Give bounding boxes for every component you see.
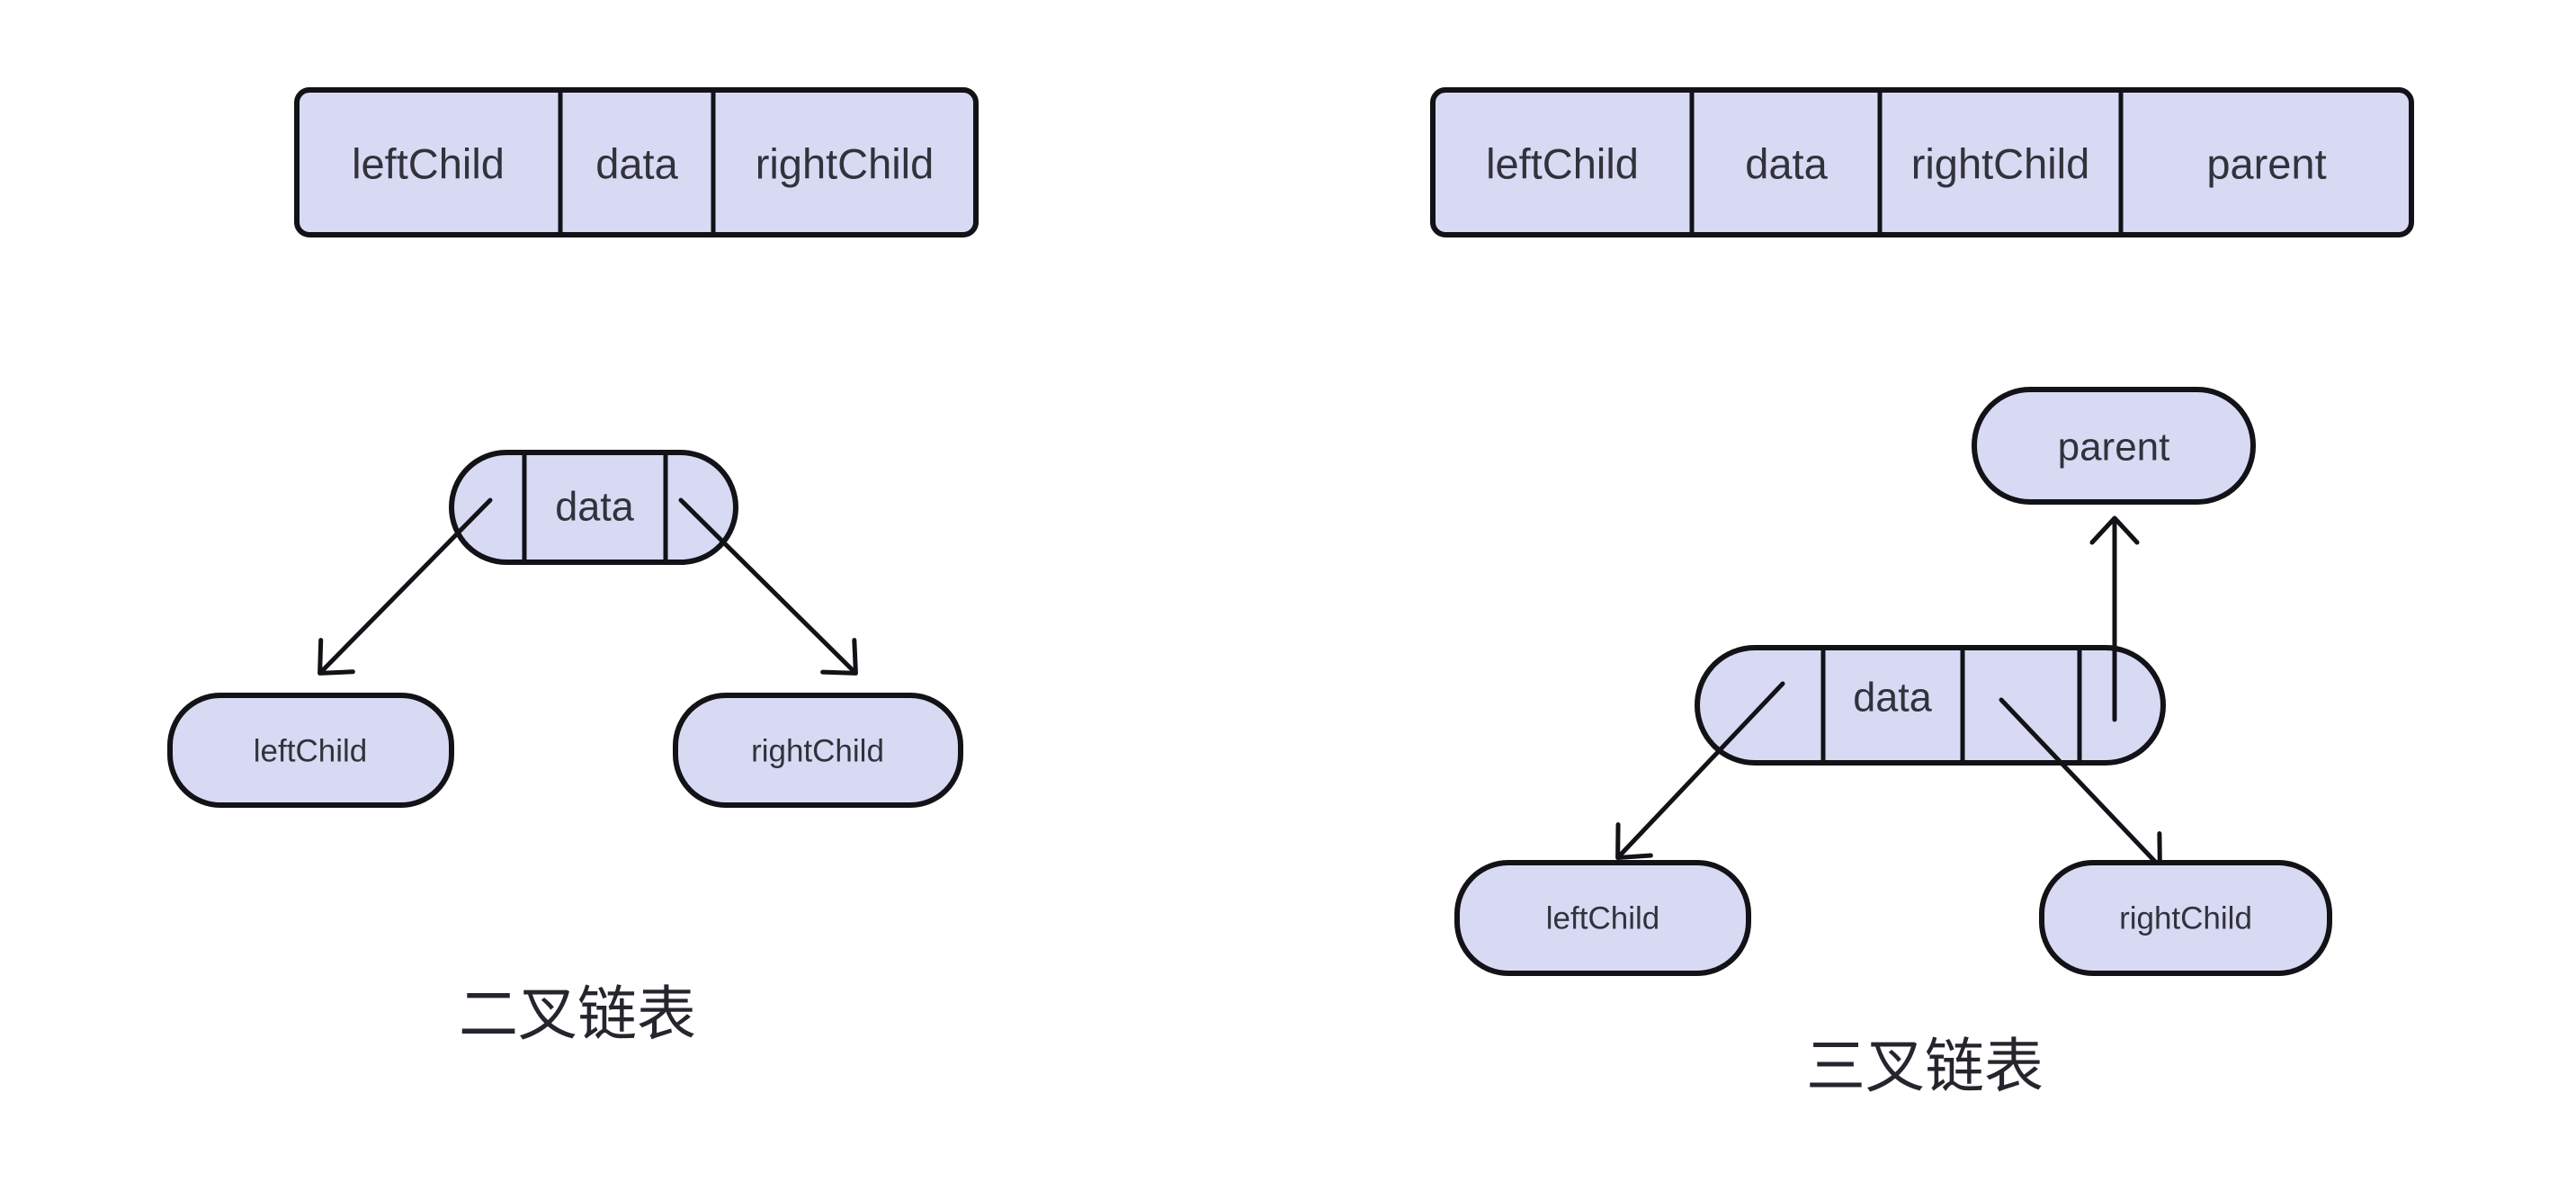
ternary-diagram-caption: 三叉链表 xyxy=(1806,1033,2044,1099)
left-child-label: leftChild xyxy=(1546,901,1659,936)
binary-left-child-node: leftChild xyxy=(167,693,454,808)
arrow-to-left-child xyxy=(1615,681,1785,860)
ternary-root-node: data xyxy=(1695,645,2166,766)
ternary-record-box: leftChild data rightChild parent xyxy=(1430,87,2414,237)
right-child-label: rightChild xyxy=(751,734,884,769)
record-cell-rightchild: rightChild xyxy=(1911,140,2090,188)
ternary-parent-node: parent xyxy=(1972,387,2256,505)
arrow-to-right-child xyxy=(1999,697,2162,869)
record-cell-data: data xyxy=(595,140,678,188)
right-child-pill xyxy=(2039,860,2332,976)
binary-root-node: data xyxy=(449,450,738,565)
arrow-to-left-child xyxy=(318,497,493,676)
parent-label: parent xyxy=(2058,425,2170,470)
record-cell-data: data xyxy=(1745,140,1828,188)
root-node-pill xyxy=(1695,645,2166,766)
binary-linked-list-diagram: leftChild data rightChild data leftChild xyxy=(167,87,979,1047)
parent-pill xyxy=(1972,387,2256,505)
left-child-label: leftChild xyxy=(254,734,367,769)
record-cell-parent: parent xyxy=(2206,140,2326,188)
binary-record-box: leftChild data rightChild xyxy=(294,87,979,237)
root-node-data-label: data xyxy=(555,484,635,530)
record-box-outline xyxy=(294,87,979,237)
record-box-outline xyxy=(1430,87,2414,237)
left-child-pill xyxy=(1454,860,1751,976)
binary-right-child-node: rightChild xyxy=(673,693,963,808)
record-cell-leftchild: leftChild xyxy=(352,140,505,188)
right-child-pill xyxy=(673,693,963,808)
ternary-left-child-node: leftChild xyxy=(1454,860,1751,976)
ternary-right-child-node: rightChild xyxy=(2039,860,2332,976)
record-cell-leftchild: leftChild xyxy=(1486,140,1639,188)
right-child-label: rightChild xyxy=(2119,901,2252,936)
record-cell-rightchild: rightChild xyxy=(756,140,935,188)
ternary-linked-list-diagram: leftChild data rightChild parent parent … xyxy=(1430,87,2414,1099)
arrow-to-right-child xyxy=(678,497,858,676)
root-node-data-label: data xyxy=(1853,675,1933,721)
binary-diagram-caption: 二叉链表 xyxy=(459,981,696,1047)
left-child-pill xyxy=(167,693,454,808)
